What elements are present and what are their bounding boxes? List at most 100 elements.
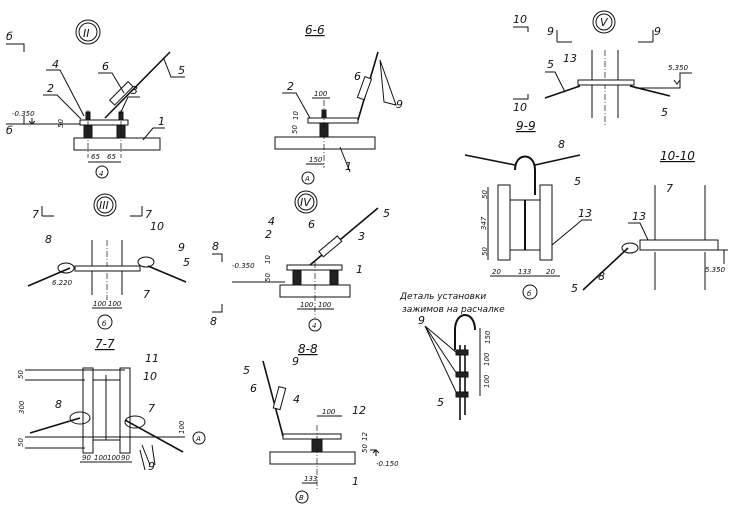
callout: 8	[598, 270, 605, 283]
cut-mark: 8	[212, 240, 219, 253]
view-iii: III 7 7 8 10 9 5 7 6.220 100 100 б	[27, 193, 190, 330]
callout: 9	[148, 460, 155, 473]
section-7-7: 7-7 11 10 8 7 9 50 300 50 90 100 100 90 …	[17, 337, 206, 473]
dimension: 50	[17, 370, 25, 379]
level-mark: -0.350	[232, 262, 255, 270]
axis-marker: 4	[99, 170, 103, 178]
view-marker: V	[600, 16, 609, 29]
callout: 5	[178, 64, 185, 77]
dimension: 133	[518, 268, 531, 276]
callout: 1	[345, 160, 352, 173]
dimension: 50	[264, 273, 272, 282]
dimension: 100	[322, 408, 336, 416]
callout: 2	[47, 82, 54, 95]
view-marker: IV	[300, 196, 312, 209]
callout: 4	[293, 393, 300, 406]
dimension: 150	[309, 156, 323, 164]
dimension: 100	[94, 454, 108, 462]
level-mark: 5.350	[668, 64, 689, 72]
base-plate	[79, 119, 129, 126]
dimension: 90	[121, 454, 130, 462]
callout: 13	[563, 52, 577, 65]
callout: 1	[356, 263, 363, 276]
axis-marker: б	[527, 290, 532, 298]
callout: 6	[250, 382, 257, 395]
dimension: 100	[483, 374, 491, 388]
dimension: 100	[108, 300, 122, 308]
callout: 1	[158, 115, 165, 128]
dimension: 100	[93, 300, 107, 308]
callout: 4	[52, 58, 59, 71]
dimension: 300	[18, 400, 26, 414]
detail-title: Деталь установки	[399, 292, 486, 302]
clamp-detail: Деталь установки зажимов на расчалке 9 5…	[399, 292, 505, 420]
cut-mark: б	[6, 124, 13, 137]
base-plate	[307, 117, 359, 124]
callout: 13	[578, 207, 592, 220]
dimension: 65	[107, 153, 116, 161]
dimension: 50	[481, 190, 489, 199]
foundation-block	[274, 136, 376, 150]
section-title: 9-9	[516, 119, 536, 133]
callout: 5	[383, 207, 390, 220]
callout: 12	[352, 404, 366, 417]
section-title: 8-8	[298, 342, 318, 356]
section-10-10: 10-10 7 13 5 8 5.350	[571, 149, 728, 295]
callout: 3	[358, 230, 365, 243]
callout: 8	[558, 138, 565, 151]
level-mark: -0.150	[376, 460, 399, 468]
ring-plate	[577, 79, 635, 86]
dimension: 50	[291, 125, 299, 134]
callout: 11	[145, 352, 159, 365]
dimension: 90	[82, 454, 91, 462]
callout: 10	[150, 220, 164, 233]
dimension: 20	[546, 268, 555, 276]
cut-mark: 9	[654, 25, 661, 38]
cut-mark: 10	[513, 13, 527, 26]
callout: 1	[352, 475, 359, 488]
cut-mark: 8	[210, 315, 217, 328]
turnbuckle	[108, 80, 134, 106]
callout: 8	[45, 233, 52, 246]
view-iv: IV 8 8 4 6 3 2 5 1 -0.350 10 50 100 100 …	[210, 190, 390, 332]
dimension: 100	[107, 454, 121, 462]
callout: 5	[243, 364, 250, 377]
dimension: 65	[91, 153, 100, 161]
axis-marker: A	[195, 435, 201, 443]
callout: 10	[143, 370, 157, 383]
callout: 3	[131, 84, 138, 97]
callout: 5	[547, 58, 554, 71]
view-v: V 10 9 9 10 13 5 5 5.350	[513, 10, 692, 125]
cut-mark: б	[6, 30, 13, 43]
level-mark: 6.220	[52, 279, 73, 287]
callout: 2	[265, 228, 272, 241]
callout: 5	[437, 396, 444, 409]
section-6-6: 6-6 2 6 9 1 100 10 50 150 A	[274, 23, 403, 185]
dimension: 50	[361, 444, 369, 453]
level-mark: -0.350	[12, 110, 35, 118]
callout: 6	[308, 218, 315, 231]
dimension: 347	[480, 216, 488, 230]
callout: 4	[268, 215, 275, 228]
section-title: 10-10	[660, 149, 695, 163]
callout: 6	[354, 70, 361, 83]
dimension: 10	[264, 255, 272, 264]
view-marker: III	[99, 199, 109, 212]
dimension: 100	[314, 90, 328, 98]
dimension: 12	[361, 432, 369, 441]
callout: 5	[661, 106, 668, 119]
thimble-loop	[454, 314, 476, 350]
dimension: 100	[318, 301, 332, 309]
callout: 5	[183, 256, 190, 269]
guy-cable	[104, 51, 171, 119]
dimension: 100	[483, 352, 491, 366]
axis-marker: б	[102, 320, 107, 328]
detail-title: зажимов на расчалке	[402, 305, 505, 315]
section-9-9: 9-9 8 5 13 50 347 50 20 133 20 б	[464, 119, 592, 300]
callout: 7	[143, 288, 150, 301]
dimension: 100	[178, 420, 186, 434]
callout: 9	[418, 314, 425, 327]
dimension: 50	[17, 438, 25, 447]
section-8-8: 8-8 5 9 6 4 12 1 100 12 50 -0.150 133 B	[243, 342, 399, 504]
